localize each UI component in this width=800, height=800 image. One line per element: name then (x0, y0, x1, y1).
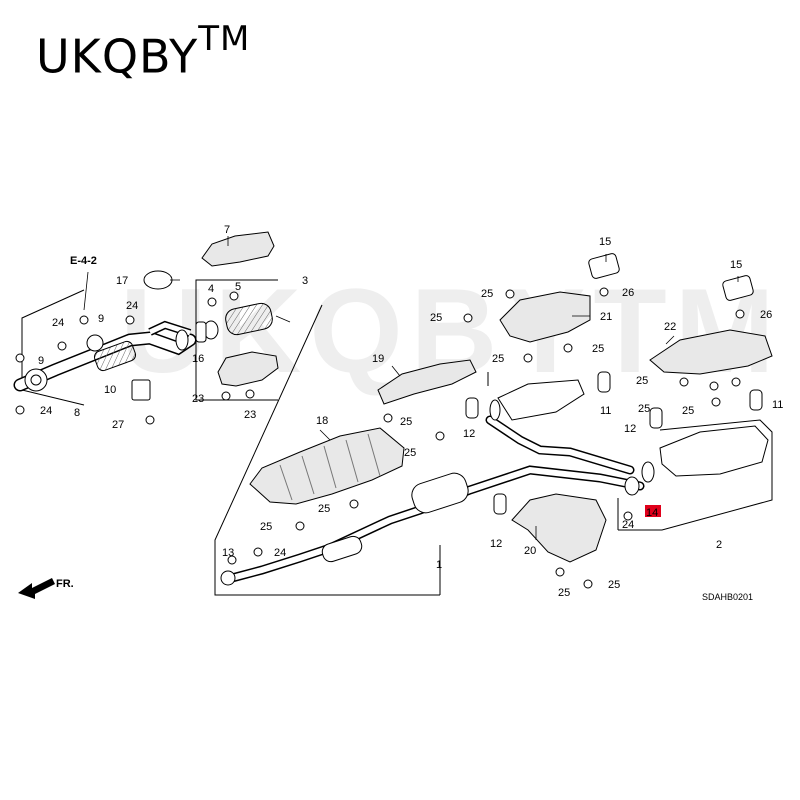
callout-24: 24 (622, 519, 634, 531)
callout-27: 27 (112, 419, 124, 431)
callout-25: 25 (481, 288, 493, 300)
callout-15: 15 (599, 236, 611, 248)
callout-19: 19 (372, 353, 384, 365)
brand-logo: UKQBYTM (36, 22, 250, 79)
callout-13: 13 (222, 547, 234, 559)
bolts (15, 287, 745, 589)
callout-11: 11 (772, 399, 783, 411)
callout-8: 8 (74, 407, 80, 419)
callout-25: 25 (492, 353, 504, 365)
callout-20: 20 (524, 545, 536, 557)
heat-shield-6 (217, 351, 279, 387)
heat-shield-18 (249, 427, 405, 505)
callout-1: 1 (436, 559, 442, 571)
mid-muffler (485, 379, 635, 475)
callout-2: 2 (716, 539, 722, 551)
trademark-mark: TM (198, 19, 251, 59)
callout-25: 25 (404, 447, 416, 459)
callout-10: 10 (104, 384, 116, 396)
callout-26: 26 (760, 309, 772, 321)
callout-24: 24 (274, 547, 286, 559)
callout-12: 12 (490, 538, 502, 550)
callout-25: 25 (638, 403, 650, 415)
callout-12: 12 (624, 423, 636, 435)
callout-25: 25 (260, 521, 272, 533)
callout-3: 3 (302, 275, 308, 287)
leader-lines (83, 236, 739, 540)
callout-9: 9 (98, 313, 104, 325)
rear-muffler-2 (624, 425, 769, 496)
callout-9: 9 (38, 355, 44, 367)
callout-14: 14 (646, 507, 658, 519)
callout-16: 16 (192, 353, 204, 365)
callout-24: 24 (126, 300, 138, 312)
callout-25: 25 (682, 405, 694, 417)
front-pipe-8 (13, 320, 197, 392)
callout-5: 5 (235, 281, 241, 293)
heat-shield-19 (377, 359, 477, 405)
callout-23: 23 (244, 409, 256, 421)
brand-name: UKQBY (36, 29, 199, 84)
reference-code: E-4-2 (70, 255, 97, 267)
callout-25: 25 (430, 312, 442, 324)
heat-shield-21 (499, 291, 591, 343)
callout-21: 21 (600, 311, 612, 323)
highlight-14-box (645, 505, 661, 517)
callout-7: 7 (224, 224, 230, 236)
drawing-code: SDAHB0201 (702, 592, 753, 602)
front-arrow-icon (18, 578, 55, 599)
grouping-lines (21, 279, 773, 596)
small-parts (131, 253, 763, 565)
callout-26: 26 (622, 287, 634, 299)
callout-12: 12 (463, 428, 475, 440)
callout-25: 25 (636, 375, 648, 387)
callout-23: 23 (192, 393, 204, 405)
callout-15: 15 (730, 259, 742, 271)
catalytic-converter (203, 302, 273, 340)
callout-25: 25 (608, 579, 620, 591)
heat-shield-22 (649, 329, 773, 375)
heat-shield-18-ribs (279, 433, 381, 501)
center-pipe-1 (220, 465, 645, 586)
callout-11: 11 (600, 405, 611, 417)
callout-4: 4 (208, 283, 214, 295)
callout-25: 25 (558, 587, 570, 599)
callout-24: 24 (40, 405, 52, 417)
callout-25: 25 (592, 343, 604, 355)
callout-18: 18 (316, 415, 328, 427)
callout-22: 22 (664, 321, 676, 333)
front-indicator-label: FR. (56, 578, 74, 590)
callout-25: 25 (400, 416, 412, 428)
callout-24: 24 (52, 317, 64, 329)
heat-shield-7 (201, 231, 275, 267)
callout-17: 17 (116, 275, 128, 287)
heat-shield-20 (511, 493, 607, 563)
callout-25: 25 (318, 503, 330, 515)
